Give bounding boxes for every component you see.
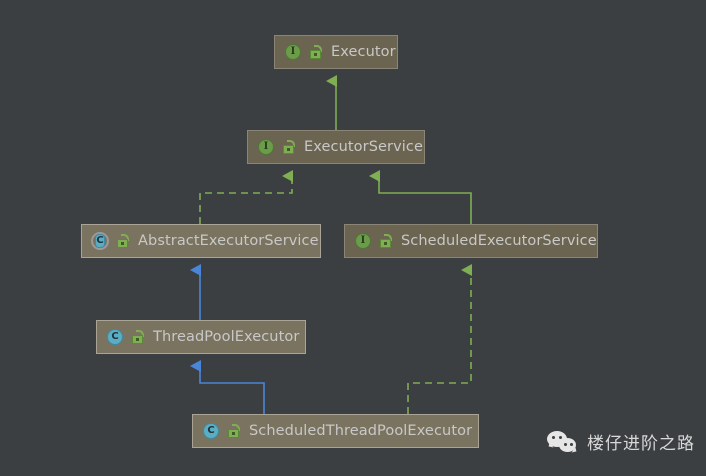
class-node-label: ScheduledThreadPoolExecutor xyxy=(249,423,473,439)
edge-scheduledthreadpoolexecutor-extends-threadpoolexecutor xyxy=(190,360,265,414)
class-node-executor-service[interactable]: I ExecutorService xyxy=(247,130,425,164)
public-lock-icon xyxy=(116,233,130,249)
edge-scheduledthreadpoolexecutor-implements-scheduledexecutorservice xyxy=(407,264,472,414)
wechat-icon xyxy=(547,430,577,454)
public-lock-icon xyxy=(227,423,241,439)
class-node-label: ExecutorService xyxy=(304,139,423,155)
class-node-label: Executor xyxy=(331,44,396,60)
public-lock-icon xyxy=(131,329,145,345)
class-node-scheduled-thread-pool-executor[interactable]: C ScheduledThreadPoolExecutor xyxy=(192,414,479,448)
class-node-abstract-executor-service[interactable]: C AbstractExecutorService xyxy=(81,224,321,258)
public-lock-icon xyxy=(309,44,323,60)
public-lock-icon xyxy=(379,233,393,249)
interface-icon: I xyxy=(354,232,372,250)
class-node-label: AbstractExecutorService xyxy=(138,233,319,249)
interface-icon: I xyxy=(257,138,275,156)
class-node-label: ThreadPoolExecutor xyxy=(153,329,300,345)
edge-scheduledexecutorservice-extends-executorservice xyxy=(369,170,472,224)
class-node-executor[interactable]: I Executor xyxy=(274,35,398,69)
watermark: 楼仔进阶之路 xyxy=(547,429,695,454)
edge-abstractexecutorservice-implements-executorservice xyxy=(199,170,293,224)
class-node-scheduled-executor-service[interactable]: I ScheduledExecutorService xyxy=(344,224,598,258)
watermark-text: 楼仔进阶之路 xyxy=(587,434,695,454)
class-node-label: ScheduledExecutorService xyxy=(401,233,597,249)
abstract-class-icon: C xyxy=(91,232,109,250)
interface-icon: I xyxy=(284,43,302,61)
class-icon: C xyxy=(106,328,124,346)
class-icon: C xyxy=(202,422,220,440)
class-node-thread-pool-executor[interactable]: C ThreadPoolExecutor xyxy=(96,320,306,354)
public-lock-icon xyxy=(282,139,296,155)
